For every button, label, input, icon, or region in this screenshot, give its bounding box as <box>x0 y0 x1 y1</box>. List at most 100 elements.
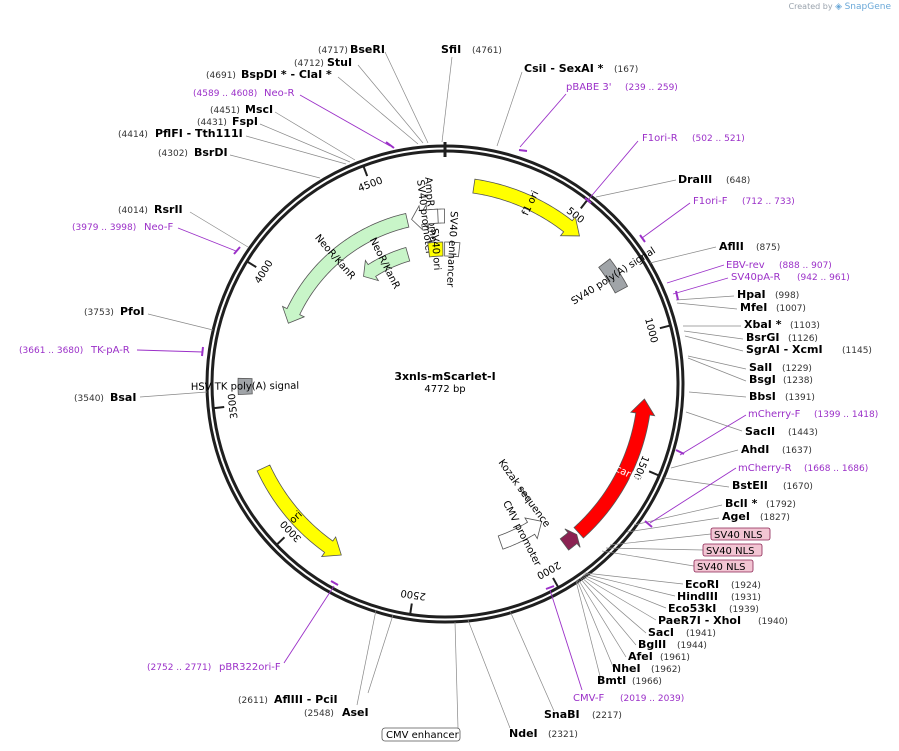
svg-text:(1931): (1931) <box>731 593 761 603</box>
tick-4500 <box>362 166 369 177</box>
svg-text:CsiI - SexAI *: CsiI - SexAI * <box>524 62 604 75</box>
svg-text:AhdI: AhdI <box>741 443 769 456</box>
enzyme-label-fspi[interactable]: (4431) FspI <box>197 115 351 163</box>
svg-text:MscI: MscI <box>245 103 273 116</box>
primer-label-cmv-f[interactable]: CMV-F (2019 .. 2039) <box>545 585 684 704</box>
tick-label-4000: 4000 <box>253 258 276 285</box>
primer-label-pbr322ori-f[interactable]: (2752 .. 2771) pBR322ori-F <box>147 580 339 673</box>
primer-label-sv40pa-r[interactable]: SV40pA-R (942 .. 961) <box>672 272 850 301</box>
nls-label-3[interactable]: SV40 NLS <box>601 550 754 573</box>
enzyme-label-afei[interactable]: AfeI (1961) <box>577 578 690 663</box>
feature-shape <box>598 258 629 294</box>
primer-label-mcherry-r[interactable]: mCherry-R (1668 .. 1686) <box>644 463 868 528</box>
enzyme-label-mfei[interactable]: MfeI (1007) <box>676 301 806 314</box>
tick-2500 <box>409 603 413 614</box>
enzyme-label-bsrgi[interactable]: BsrGI (1126) <box>683 330 818 344</box>
svg-text:(2321): (2321) <box>548 730 578 740</box>
enzyme-label-stui[interactable]: (4712) StuI <box>294 56 424 144</box>
tick-1500 <box>648 470 659 477</box>
svg-text:(1924): (1924) <box>731 581 761 591</box>
enzyme-label-msci[interactable]: (4451) MscI <box>210 103 356 161</box>
feature-sv40-enhancer[interactable]: SV40 enhancer <box>444 211 461 288</box>
snapgene-logo-icon: ◈ <box>835 2 843 12</box>
enzyme-label-asei[interactable]: (2548) AseI <box>304 609 377 719</box>
primer-label-f1ori-f[interactable]: F1ori-F (712 .. 733) <box>639 196 795 243</box>
primer-label-pbabe[interactable]: pBABE 3' (239 .. 259) <box>518 82 678 152</box>
svg-text:(4717): (4717) <box>318 46 348 56</box>
enzyme-label-sali[interactable]: SalI (1229) <box>687 355 812 374</box>
enzyme-label-xbai[interactable]: XbaI * (1103) <box>683 318 820 331</box>
enzyme-label-bmti[interactable]: BmtI (1966) <box>575 580 662 687</box>
feature-shape <box>518 486 530 501</box>
enzyme-label-ecori[interactable]: EcoRI (1924) <box>584 572 761 591</box>
feature-f1-ori[interactable]: f1 ori <box>472 178 580 237</box>
svg-text:SnaBI: SnaBI <box>544 708 580 721</box>
svg-text:(1103): (1103) <box>790 321 820 331</box>
enzyme-label-ndei[interactable]: NdeI (2321) <box>467 619 578 740</box>
svg-text:(2019 .. 2039): (2019 .. 2039) <box>620 694 684 704</box>
enzyme-label-afliii[interactable]: (2611) AflIII - PciI <box>238 614 394 706</box>
primer-label-f1ori-r[interactable]: F1ori-R (502 .. 521) <box>584 133 745 204</box>
enzyme-label-bglii[interactable]: BglII (1944) <box>579 577 707 651</box>
feature-ori[interactable]: ori <box>256 464 342 557</box>
svg-text:(1399 .. 1418): (1399 .. 1418) <box>814 410 878 420</box>
primer-label-ebv-rev[interactable]: EBV-rev (888 .. 907) <box>666 260 832 284</box>
svg-text:(2611): (2611) <box>238 696 268 706</box>
enzyme-label-sfii[interactable]: SfiI (4761) <box>441 43 502 143</box>
enzyme-label-bsteii[interactable]: BstEII (1670) <box>663 477 813 492</box>
tick-2000 <box>552 577 559 588</box>
enzyme-label-bsai[interactable]: (3540) BsaI <box>74 391 208 404</box>
svg-text:BseRI: BseRI <box>350 43 385 56</box>
enzyme-label-sgrai[interactable]: SgrAI - XcmI (1145) <box>684 335 872 356</box>
enzyme-label-bbsi[interactable]: BbsI (1391) <box>688 390 815 403</box>
feature-kozak-sequence[interactable]: Kozak sequence <box>496 458 552 530</box>
feature-hsv-tk-poly-a-signal[interactable]: HSV TK poly(A) signal <box>191 377 299 396</box>
primer-label-neo-f[interactable]: (3979 .. 3998) Neo-F <box>72 222 241 255</box>
enzyme-label-hindiii[interactable]: HindIII (1931) <box>583 573 761 603</box>
enzyme-label-pfoi[interactable]: (3753) PfoI <box>84 305 214 331</box>
svg-text:(167): (167) <box>614 65 638 75</box>
enzyme-label-agei[interactable]: AgeI (1827) <box>626 510 790 533</box>
svg-text:(1961): (1961) <box>660 653 690 663</box>
primer-label-mcherry-f[interactable]: mCherry-F (1399 .. 1418) <box>675 409 878 456</box>
tick-1000 <box>659 324 670 330</box>
enzyme-label-saci[interactable]: SacI (1941) <box>580 576 716 639</box>
nls-label-2[interactable]: SV40 NLS <box>605 543 763 557</box>
svg-text:BsrDI: BsrDI <box>194 146 228 159</box>
enzyme-label-csii[interactable]: CsiI - SexAI * (167) <box>496 62 638 147</box>
tick-label-2500: 2500 <box>400 587 427 602</box>
enzyme-label-bsrdi[interactable]: (4302) BsrDI <box>158 146 321 179</box>
svg-text:(4761): (4761) <box>472 46 502 56</box>
cmv-enhancer-label[interactable]: CMV enhancer <box>381 621 461 742</box>
enzyme-label-aflii[interactable]: AflII (875) <box>649 240 780 264</box>
svg-text:BspDI * - ClaI *: BspDI * - ClaI * <box>241 68 332 81</box>
svg-text:Eco53kI: Eco53kI <box>668 602 716 615</box>
feature-label: HSV TK poly(A) signal <box>191 381 299 393</box>
enzyme-label-draiii[interactable]: DraIII (648) <box>595 173 750 198</box>
feature-sv40-ori[interactable]: SV40 ori <box>427 228 444 271</box>
enzyme-label-bsgi[interactable]: BsgI (1238) <box>687 357 813 386</box>
enzyme-label-eco53ki[interactable]: Eco53kI (1939) <box>582 574 759 615</box>
enzyme-label-bseri[interactable]: (4717) BseRI <box>318 43 429 144</box>
svg-text:(4014): (4014) <box>118 206 148 216</box>
enzyme-label-ahdi[interactable]: AhdI (1637) <box>670 443 812 469</box>
enzyme-label-rsrii[interactable]: (4014) RsrII <box>118 203 249 248</box>
feature-sv40-poly-a-signal[interactable]: SV40 poly(A) signal <box>570 245 658 307</box>
nls-label-1[interactable]: SV40 NLS <box>609 527 771 546</box>
enzyme-label-pflfi[interactable]: (4414) PflFI - Tth111I <box>118 127 347 165</box>
primer-label-tk-pa-r[interactable]: (3661 .. 3680) TK-pA-R <box>19 345 204 357</box>
enzyme-label-snabi[interactable]: SnaBI (2217) <box>509 610 622 721</box>
enzyme-label-paer7i[interactable]: PaeR7I - XhoI (1940) <box>581 575 788 627</box>
primer-label-neo-r[interactable]: (4589 .. 4608) Neo-R <box>193 88 395 149</box>
feature-nls[interactable] <box>559 528 581 551</box>
svg-text:SgrAI - XcmI: SgrAI - XcmI <box>746 343 823 356</box>
svg-text:(1007): (1007) <box>776 304 806 314</box>
feature-neor-kanr-inner[interactable]: NeoR/KanR <box>363 236 411 291</box>
svg-text:SfiI: SfiI <box>441 43 461 56</box>
enzyme-label-bcli[interactable]: BclI * (1792) <box>633 497 796 526</box>
enzyme-label-hpai[interactable]: HpaI (998) <box>675 288 799 301</box>
enzyme-label-sacii[interactable]: SacII (1443) <box>685 411 818 438</box>
enzyme-label-bspdi[interactable]: (4691) BspDI * - ClaI * <box>206 68 419 145</box>
primer-labels: (4589 .. 4608) Neo-R pBABE 3' (239 .. 25… <box>19 82 878 704</box>
enzyme-label-nhei[interactable]: NheI (1962) <box>576 579 681 675</box>
